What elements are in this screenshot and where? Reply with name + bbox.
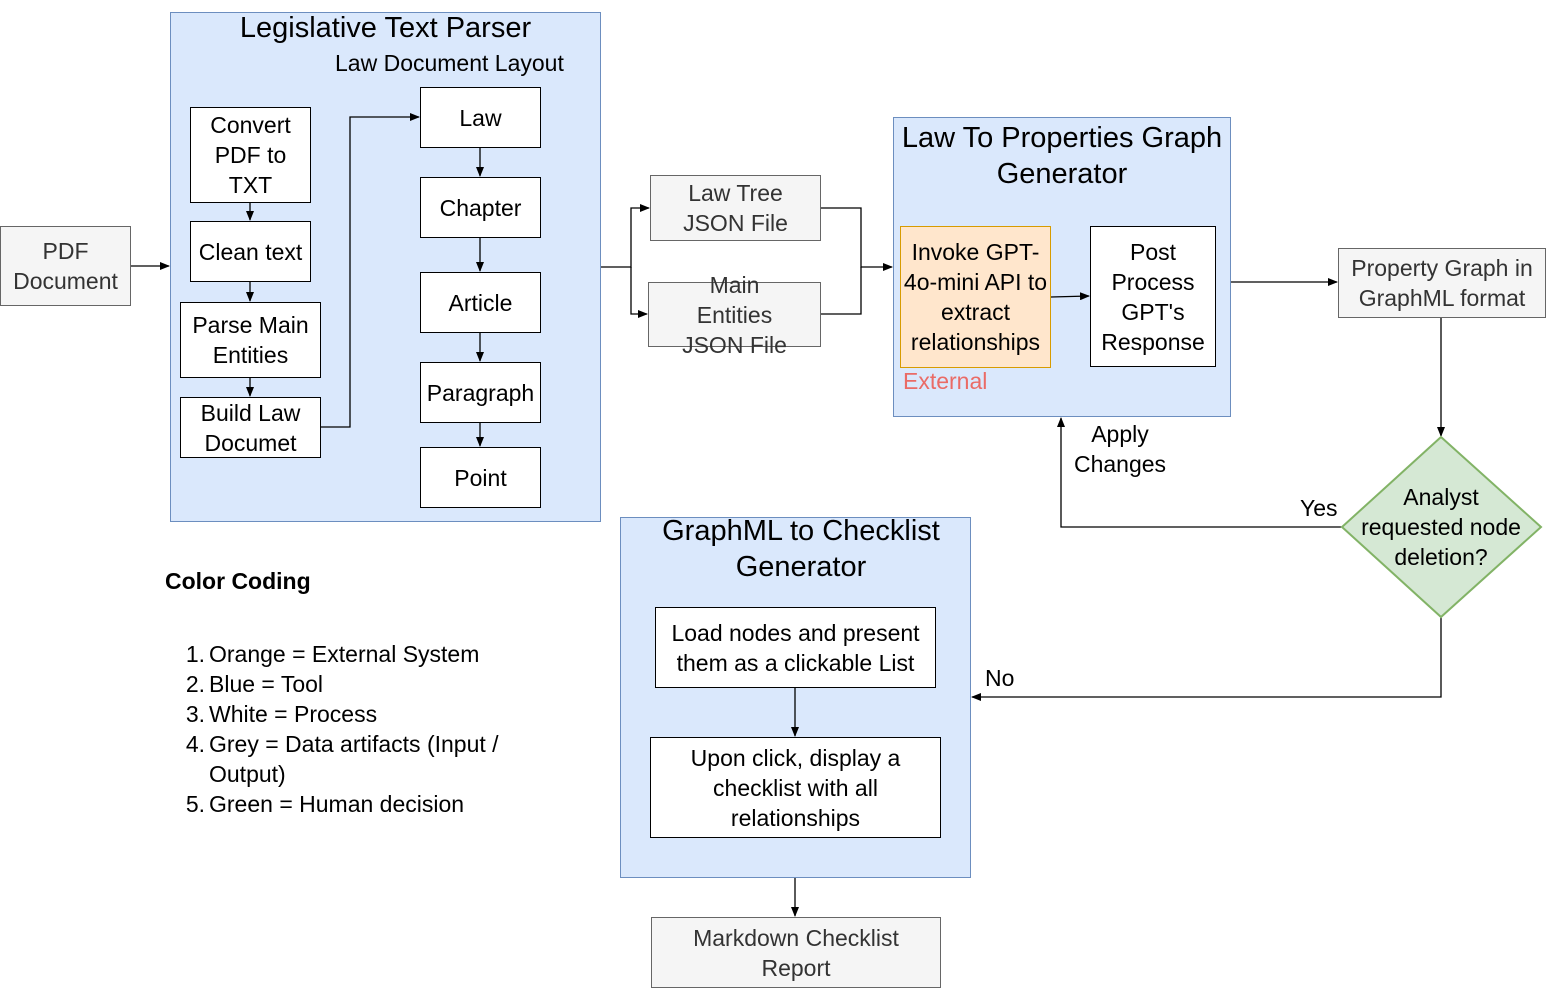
legend-item: 4.Grey = Data artifacts (Input / Output) [165,729,535,789]
legend-item-text: Green = Human decision [209,791,465,817]
edge-parser-to-entities [630,267,648,318]
build-law-label: Build Law Documet [200,399,301,456]
generator-title: Law To Properties Graph Generator [901,122,1223,190]
main-entities-json-label: Main Entities JSON File [682,271,787,358]
legend-item-text: Grey = Data artifacts (Input / Output) [209,731,499,787]
pdf-document-label: PDF Document [13,238,118,294]
edge-invoke-to-post [1050,292,1090,301]
display-checklist-step: Upon click, display a checklist with all… [650,737,941,838]
layout-chapter: Chapter [420,177,541,238]
layout-article: Article [420,272,541,333]
property-graph-artifact: Property Graph in GraphML format [1338,248,1546,318]
layout-paragraph-label: Paragraph [426,379,535,406]
legend-item-text: White = Process [209,701,378,727]
convert-pdf-label: Convert PDF to TXT [210,112,291,198]
parser-subtitle: Law Document Layout [335,50,564,76]
clean-text-step: Clean text [190,221,311,282]
edge-decision-no [971,617,1442,701]
layout-law-label: Law [459,104,502,131]
build-law-step: Build Law Documet [180,397,321,458]
legend-item-number: 1. [185,641,205,667]
layout-paragraph: Paragraph [420,362,541,423]
layout-point: Point [420,447,541,508]
law-tree-json-artifact: Law Tree JSON File [650,175,821,241]
pdf-document-box: PDF Document [0,226,131,306]
legend-item-text: Orange = External System [209,641,480,667]
invoke-gpt-external-step: Invoke GPT-4o-mini API to extract relati… [900,226,1051,368]
post-process-label: Post Process GPT's Response [1101,238,1205,355]
markdown-report-artifact: Markdown Checklist Report [651,917,941,988]
legend-item-number: 3. [185,701,205,727]
legend-item: 1.Orange = External System [165,639,535,669]
parse-entities-step: Parse Main Entities [180,302,321,378]
main-entities-json-artifact: Main Entities JSON File [648,272,821,358]
decision-question: Analyst requested node deletion? [1361,484,1521,570]
property-graph-label: Property Graph in GraphML format [1351,255,1533,311]
legend-item-number: 4. [185,731,205,757]
layout-point-label: Point [454,464,507,491]
edge-lawtree-to-generator [821,207,893,271]
invoke-gpt-label: Invoke GPT-4o-mini API to extract relati… [903,239,1048,355]
markdown-report-label: Markdown Checklist Report [693,924,899,981]
edge-parser-to-lawtree [601,204,650,268]
layout-article-label: Article [448,289,513,316]
checklist-title: GraphML to Checklist Generator [662,515,940,583]
no-label: No [985,665,1015,691]
display-checklist-label: Upon click, display a checklist with all… [690,744,901,831]
edge-entities-to-generator [821,267,862,315]
apply-changes-label: Apply Changes [1073,421,1167,477]
legend-title: Color Coding [165,568,311,594]
legend-item-number: 2. [185,671,205,697]
legend-item: 5.Green = Human decision [165,789,535,819]
decision-diamond [1340,435,1543,619]
edge-decision-yes [1057,417,1342,528]
parse-entities-label: Parse Main Entities [192,312,309,368]
layout-law: Law [420,87,541,148]
external-label: External [903,368,988,394]
legend-item: 3.White = Process [165,699,535,729]
clean-text-label: Clean text [198,238,303,265]
load-nodes-label: Load nodes and present them as a clickab… [671,619,920,676]
load-nodes-step: Load nodes and present them as a clickab… [655,607,936,688]
legend-item: 2.Blue = Tool [165,669,535,699]
legend-item-number: 5. [185,791,205,817]
law-tree-json-label: Law Tree JSON File [683,180,788,236]
parser-title: Legislative Text Parser [239,12,532,44]
post-process-step: Post Process GPT's Response [1090,226,1216,367]
convert-pdf-step: Convert PDF to TXT [190,107,311,203]
layout-chapter-label: Chapter [439,194,522,221]
edge-build-to-law [321,113,420,428]
legend-item-text: Blue = Tool [209,671,324,697]
legend-list: 1.Orange = External System 2.Blue = Tool… [165,639,535,819]
yes-label: Yes [1300,495,1338,521]
